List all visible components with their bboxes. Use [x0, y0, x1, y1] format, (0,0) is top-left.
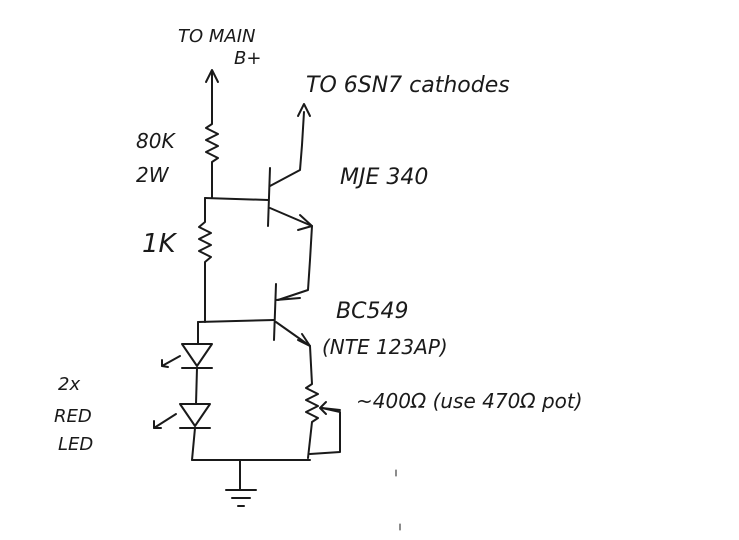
resistor-80k: [205, 117, 219, 199]
led-emission-arrows: [153, 355, 181, 429]
transistor-mje340: [267, 111, 313, 231]
label-r1-value: 80K: [136, 129, 176, 153]
label-b-plus: B+: [234, 48, 261, 69]
ground-symbol: [191, 459, 311, 507]
label-pot-note: ~400Ω (use 470Ω pot): [356, 389, 583, 413]
transistor-bc549: [273, 283, 311, 347]
label-led-qty: 2x: [58, 374, 80, 395]
label-q1-part: MJE 340: [340, 165, 428, 190]
label-to-cathodes: TO 6SN7 cathodes: [306, 73, 510, 98]
label-r1-power: 2W: [136, 163, 170, 187]
label-q2-part: BC549: [336, 299, 408, 324]
led-string: [179, 321, 213, 461]
b-plus-arrow: [205, 69, 219, 119]
label-led-color: RED: [54, 406, 92, 427]
cathodes-arrow: [297, 103, 311, 117]
label-r2-value: 1K: [142, 229, 178, 259]
potentiometer: [305, 345, 341, 459]
label-q2-sub: (NTE 123AP): [322, 335, 448, 359]
resistor-1k: [198, 197, 212, 323]
wire-q1-base: [204, 197, 269, 201]
label-to-main: TO MAIN: [178, 26, 256, 47]
wire-q2-base: [197, 319, 275, 323]
wire-q1-emitter: [277, 225, 313, 301]
label-led-type: LED: [58, 434, 93, 455]
